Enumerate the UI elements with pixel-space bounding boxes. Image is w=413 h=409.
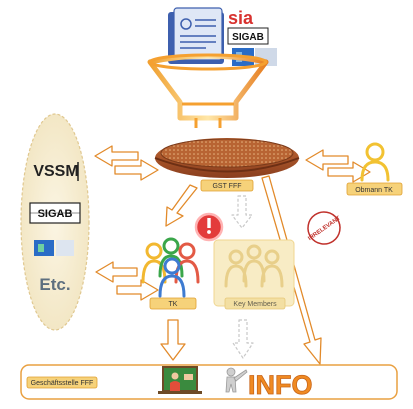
key-members-group-icon [224, 244, 284, 288]
geschaeftsstelle-label: Geschäftsstelle FFF [26, 376, 98, 389]
double-arrow-oval-tk [95, 261, 159, 301]
geschaeftsstelle-label-text: Geschäftsstelle FFF [31, 380, 94, 387]
double-arrow-sieve-obmann [305, 149, 371, 183]
warning-icon [194, 212, 224, 242]
gst-label-text: GST FFF [212, 183, 241, 190]
key-members-label-text: Key Members [233, 301, 277, 308]
document-icon [168, 7, 224, 64]
vssm-logo: VSSM [33, 163, 78, 180]
tk-group-icon [141, 237, 200, 298]
blue-logo-left [34, 240, 74, 256]
key-members-box [213, 239, 295, 307]
double-arrow-oval-sieve [94, 145, 159, 181]
key-members-label: Key Members [224, 297, 286, 310]
presentation-icon [158, 366, 202, 394]
sigab-logo-top-text: SIGAB [232, 32, 264, 43]
sieve [154, 138, 300, 178]
gst-label: GST FFF [200, 179, 254, 192]
tk-label: TK [149, 297, 197, 310]
tk-label-text: TK [169, 301, 178, 308]
funnel [147, 53, 269, 128]
info-text: INFO [248, 370, 313, 400]
irrelevant-stamp: IRRELEVANT [307, 211, 342, 245]
dashed-arrow-key-members-to-bottom [232, 319, 254, 359]
etc-text: Etc. [39, 275, 70, 294]
sigab-logo-left-text: SIGAB [38, 208, 73, 220]
obmann-label-text: Obmann TK [355, 187, 393, 194]
obmann-person-icon [360, 142, 390, 182]
arrow-sieve-to-tk [165, 184, 198, 227]
dashed-arrow-to-key-members [231, 195, 253, 229]
sia-logo: sia [228, 8, 254, 28]
obmann-label: Obmann TK [346, 182, 403, 196]
sigab-logo-top: SIGAB [227, 27, 269, 45]
bottom-bar [20, 364, 398, 400]
sigab-logo-left: SIGAB [29, 202, 81, 224]
arrow-tk-to-bottom [160, 319, 186, 361]
pointing-figure-icon [225, 367, 248, 393]
